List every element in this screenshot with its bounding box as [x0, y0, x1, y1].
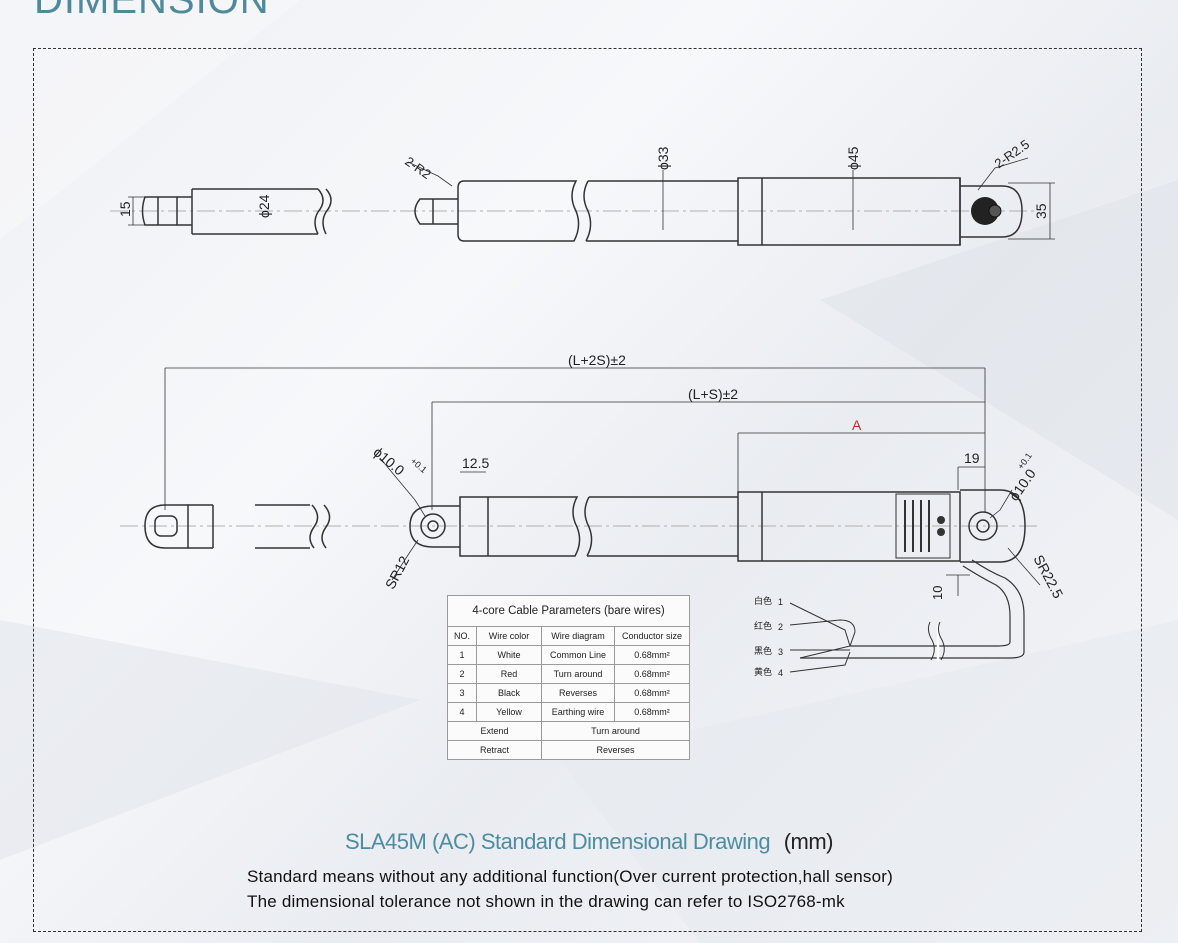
- rear-bushing: [971, 197, 999, 225]
- wire-no-3: 3: [778, 647, 783, 657]
- dim-rear-offset: 19: [964, 450, 980, 466]
- table-row: 1 White Common Line 0.68mm²: [447, 645, 690, 665]
- dim-tube-dia: ϕ24: [256, 194, 272, 218]
- cell-no: 2: [447, 664, 477, 684]
- dim-rear-sr: SR22.5: [1030, 552, 1066, 601]
- header-wire-color: Wire color: [476, 626, 542, 646]
- caption-model: SLA45M (AC): [344, 829, 476, 854]
- header-conductor-size: Conductor size: [614, 626, 690, 646]
- dim-a: A: [852, 417, 862, 433]
- drawing-caption: SLA45M (AC) Standard Dimensional Drawing…: [0, 829, 1178, 855]
- cell-size: 0.68mm²: [614, 645, 690, 665]
- note-tolerance: The dimensional tolerance not shown in t…: [247, 892, 845, 911]
- extend-value: Turn around: [541, 721, 690, 741]
- retract-value: Reverses: [541, 740, 690, 760]
- cell-diagram: Reverses: [541, 683, 615, 703]
- side-view: [120, 367, 1041, 673]
- cell-size: 0.68mm²: [614, 702, 690, 722]
- caption-title: Standard Dimensional Drawing: [480, 829, 771, 854]
- drawing-frame: [33, 48, 1142, 932]
- cell-no: 4: [447, 702, 477, 722]
- header-no: NO.: [447, 626, 477, 646]
- cell-diagram: Turn around: [541, 664, 615, 684]
- dim-left-end-height: 15: [117, 201, 133, 217]
- header-wire-diagram: Wire diagram: [541, 626, 615, 646]
- table-row-retract: Retract Reverses: [447, 740, 690, 760]
- top-view: [110, 157, 1055, 246]
- wire-label-white: 白色: [754, 595, 772, 606]
- dim-eye-radius: 2-R2.5: [992, 137, 1033, 172]
- dim-rear-hole-tol: +0.1: [1015, 451, 1033, 471]
- table-row: 4 Yellow Earthing wire 0.68mm²: [447, 702, 690, 722]
- cell-color: Red: [476, 664, 542, 684]
- wire-no-2: 2: [778, 622, 783, 632]
- cell-no: 3: [447, 683, 477, 703]
- wire-label-yellow: 黄色: [754, 666, 772, 677]
- wire-no-1: 1: [778, 597, 783, 607]
- dim-front-hole: ϕ10.0: [370, 444, 407, 479]
- caption-unit: (mm): [783, 829, 834, 854]
- dim-retracted: (L+S)±2: [688, 386, 738, 402]
- dim-mid-dia: ϕ33: [655, 146, 671, 170]
- cell-diagram: Common Line: [541, 645, 615, 665]
- cable-parameters-table: 4-core Cable Parameters (bare wires) NO.…: [447, 595, 690, 760]
- label-plate: [904, 500, 945, 552]
- table-row: 2 Red Turn around 0.68mm²: [447, 664, 690, 684]
- dim-front-hole-tol: +0.1: [409, 456, 429, 475]
- wire-label-black: 黑色: [754, 645, 772, 656]
- cell-color: White: [476, 645, 542, 665]
- retract-label: Retract: [447, 740, 542, 760]
- page-title: DIMENSION: [34, 0, 270, 22]
- table-header-row: NO. Wire color Wire diagram Conductor si…: [447, 626, 690, 646]
- dim-rod-radius: 2-R2: [402, 154, 434, 182]
- cell-no: 1: [447, 645, 477, 665]
- dim-front-sr: SR12: [382, 553, 413, 592]
- cell-size: 0.68mm²: [614, 683, 690, 703]
- wire-labels: 白色 1 红色 2 黑色 3 黄色 4: [754, 595, 783, 678]
- cell-color: Black: [476, 683, 542, 703]
- cell-diagram: Earthing wire: [541, 702, 615, 722]
- dim-total: (L+2S)±2: [568, 352, 626, 368]
- wire-no-4: 4: [778, 668, 783, 678]
- table-row: 3 Black Reverses 0.68mm²: [447, 683, 690, 703]
- dim-cable-exit: 10: [930, 586, 945, 600]
- cell-size: 0.68mm²: [614, 664, 690, 684]
- dim-front-offset: 12.5: [462, 455, 489, 471]
- table-caption: 4-core Cable Parameters (bare wires): [447, 595, 690, 627]
- rear-bushing-hole: [988, 204, 1002, 218]
- wire-label-red: 红色: [754, 620, 772, 631]
- note-standard: Standard means without any additional fu…: [247, 867, 893, 886]
- extend-label: Extend: [447, 721, 542, 741]
- cell-color: Yellow: [476, 702, 542, 722]
- table-row-extend: Extend Turn around: [447, 721, 690, 741]
- dim-motor-dia: ϕ45: [845, 146, 861, 170]
- dim-eye-height: 35: [1033, 203, 1049, 219]
